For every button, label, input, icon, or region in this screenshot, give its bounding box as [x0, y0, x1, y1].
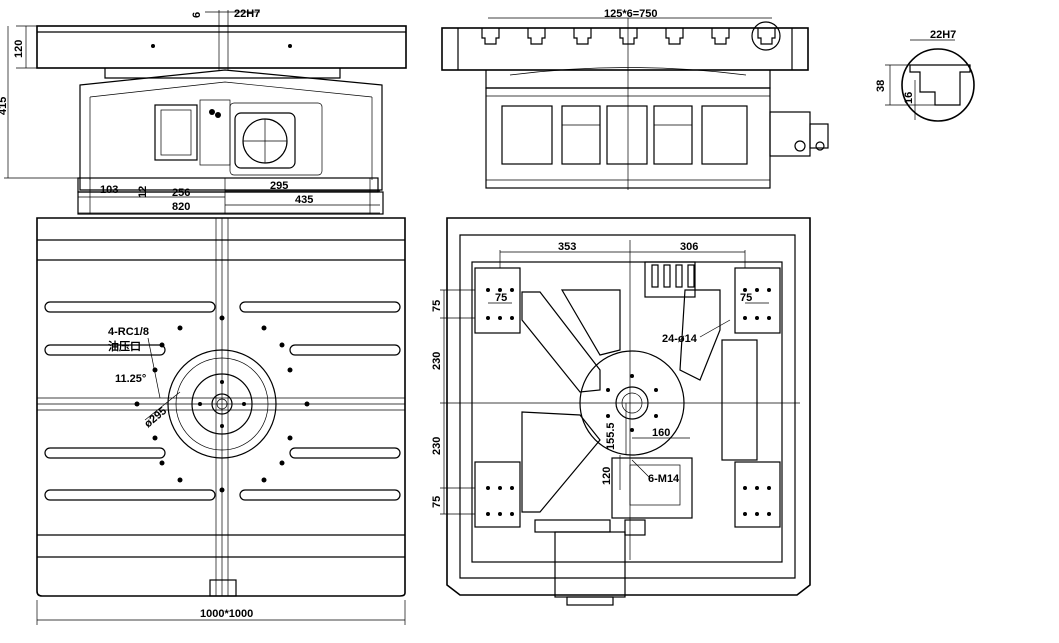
dim-22h7-front: 22H7 [234, 8, 260, 20]
side-table-top [441, 27, 809, 71]
detail-circle [901, 48, 975, 122]
bottom-dim-230-lower: 230 [431, 437, 443, 455]
plan-circle-dia: ø295 [142, 405, 169, 430]
bottom-holes-label: 24-ø14 [662, 333, 698, 345]
bottom-frame [471, 261, 783, 563]
detail-dim-38: 38 [875, 80, 887, 92]
dim-12: 12 [137, 186, 149, 198]
detail-callout-circle [751, 21, 781, 51]
plan-outline [36, 217, 406, 597]
plan-size: 1000*1000 [200, 608, 253, 620]
bottom-outline [446, 217, 811, 596]
dim-6-front: 6 [191, 12, 203, 18]
side-view [441, 17, 829, 190]
plan-angle: 11.25° [115, 373, 146, 385]
dim-256: 256 [172, 187, 190, 199]
dim-103: 103 [100, 184, 118, 196]
dim-295: 295 [270, 180, 288, 192]
bottom-rotary [579, 350, 685, 456]
keyway-detail [885, 39, 975, 122]
detail-dim-22h7: 22H7 [930, 29, 956, 41]
bottom-dim-120: 120 [601, 467, 613, 485]
bottom-dim-75-b: 75 [740, 292, 752, 304]
front-table-top [36, 25, 407, 69]
bottom-dim-75-a: 75 [495, 292, 507, 304]
plan-port-label: 4-RC1/8 [108, 326, 149, 338]
bottom-dim-160: 160 [652, 427, 670, 439]
front-dimensions [4, 11, 380, 214]
plan-rotary-table [167, 349, 277, 459]
dim-slot-pitch: 125*6=750 [604, 8, 658, 20]
dim-120-front: 120 [13, 40, 25, 58]
dim-415-front: 415 [0, 97, 9, 115]
dim-435: 435 [295, 194, 313, 206]
plan-view [36, 217, 406, 625]
bottom-view [440, 217, 811, 606]
bottom-dim-75-left-bot: 75 [431, 496, 443, 508]
motor-plate [154, 104, 198, 161]
bottom-dim-75-left-top: 75 [431, 300, 443, 312]
bottom-dim-306: 306 [680, 241, 698, 253]
front-view [36, 10, 407, 215]
bottom-dim-353: 353 [558, 241, 576, 253]
bottom-dim-155: 155.5 [605, 422, 617, 450]
detail-dim-16: 16 [903, 92, 915, 104]
bottom-dim-230-upper: 230 [431, 352, 443, 370]
plan-port-note: 油压口 [108, 339, 141, 353]
dim-820: 820 [172, 201, 190, 213]
front-body [79, 69, 383, 191]
bottom-m14-label: 6-M14 [648, 473, 680, 485]
